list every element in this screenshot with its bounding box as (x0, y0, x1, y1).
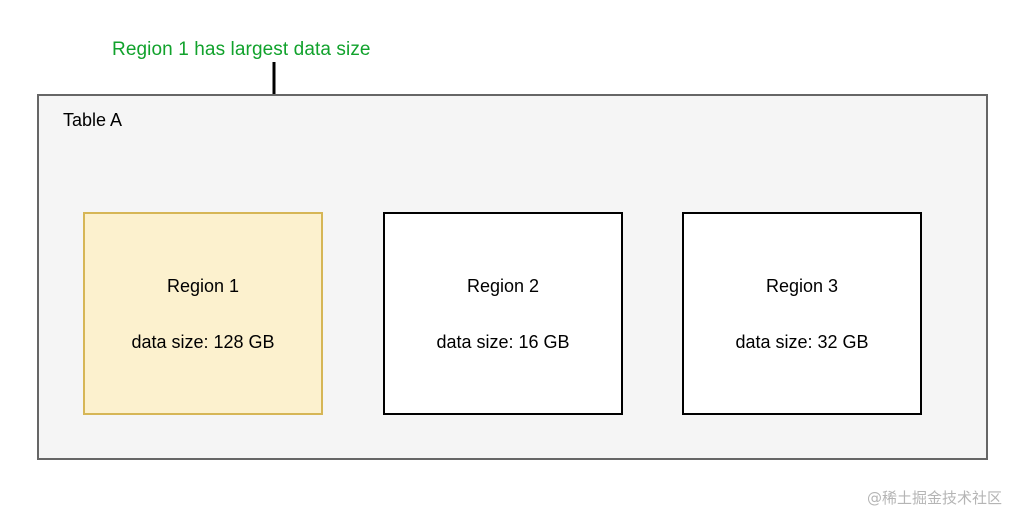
region-box-2[interactable]: Region 2 data size: 16 GB (383, 212, 623, 415)
annotation-label: Region 1 has largest data size (112, 39, 371, 60)
region-name-2: Region 2 (466, 275, 540, 296)
table-title: Table A (63, 110, 123, 130)
watermark: @稀土掘金技术社区 (866, 489, 1002, 507)
region-box-1[interactable]: Region 1 data size: 128 GB (83, 212, 323, 415)
region-box-3[interactable]: Region 3 data size: 32 GB (682, 212, 922, 415)
region-name-3: Region 3 (765, 275, 839, 296)
region-size-3: data size: 32 GB (735, 331, 869, 352)
region-size-2: data size: 16 GB (436, 331, 570, 352)
region-name-1: Region 1 (166, 275, 240, 296)
region-size-1: data size: 128 GB (131, 331, 275, 352)
table-container: Table A Region 1 data size: 128 GB Regio… (37, 94, 988, 460)
